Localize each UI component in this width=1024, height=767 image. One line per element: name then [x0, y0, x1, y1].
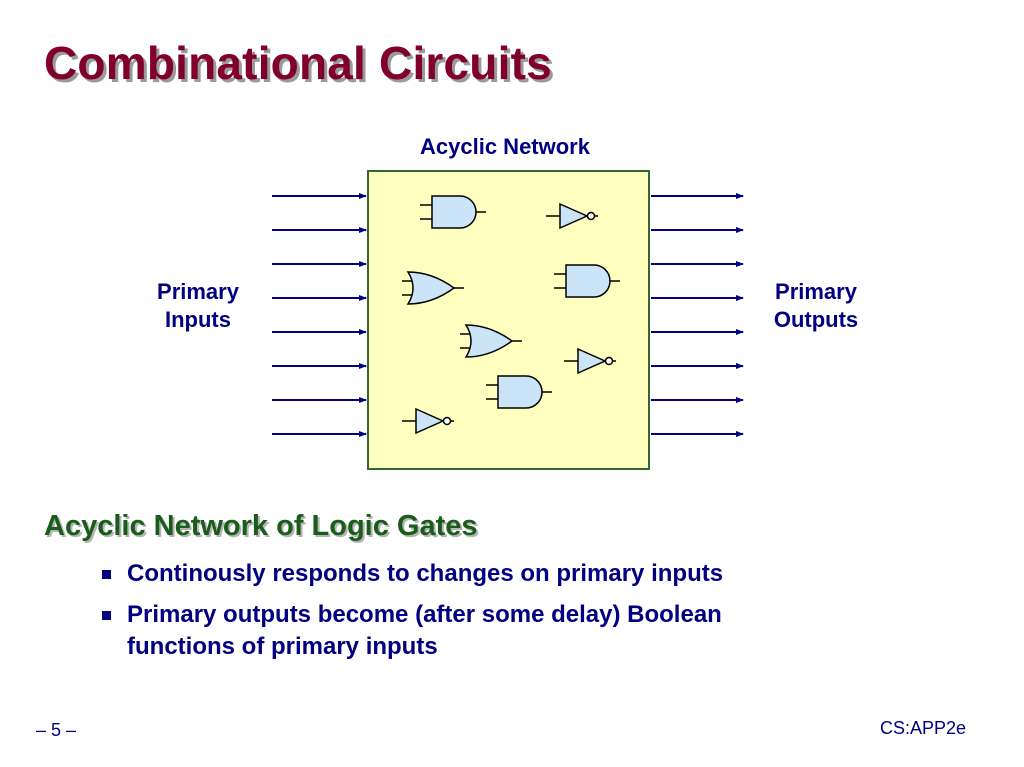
page-number: – 5 – [36, 720, 77, 740]
bullet-item: Primary outputs become (after some delay… [102, 599, 882, 663]
or-gate-icon [460, 324, 522, 358]
bullet-list: Continously responds to changes on prima… [102, 558, 882, 672]
diagram-caption: Acyclic Network [420, 134, 590, 159]
logic-gates [402, 195, 620, 435]
primary-outputs-label-line2: Outputs [773, 307, 859, 332]
primary-inputs-label-line1: Primary [157, 279, 239, 304]
bullet-text: Continously responds to changes on prima… [127, 560, 724, 587]
primary-inputs-label: Primary Inputs [128, 278, 268, 334]
bullet-text-continued: functions of primary inputs [127, 633, 438, 660]
footer-brand: CS:APP2e [879, 718, 966, 738]
bullet-item: Continously responds to changes on prima… [102, 558, 882, 590]
primary-outputs-label: Primary Outputs [746, 278, 886, 334]
network-box [367, 170, 650, 470]
or-gate-icon [402, 271, 464, 305]
and-gate-icon [420, 195, 486, 229]
and-gate-icon [486, 375, 552, 409]
and-gate-icon [554, 264, 620, 298]
square-bullet-icon [102, 611, 111, 620]
primary-outputs-label-line1: Primary [775, 279, 857, 304]
bullet-text: Primary outputs become (after some delay… [127, 601, 722, 628]
not-gate-icon [546, 202, 598, 230]
slide-title: Combinational Circuits [44, 37, 552, 89]
not-gate-icon [402, 407, 454, 435]
not-gate-icon [564, 347, 616, 375]
section-heading: Acyclic Network of Logic Gates [44, 510, 478, 542]
output-arrows [651, 193, 744, 437]
input-arrows [272, 193, 367, 437]
primary-inputs-label-line2: Inputs [165, 307, 231, 332]
square-bullet-icon [102, 570, 111, 579]
